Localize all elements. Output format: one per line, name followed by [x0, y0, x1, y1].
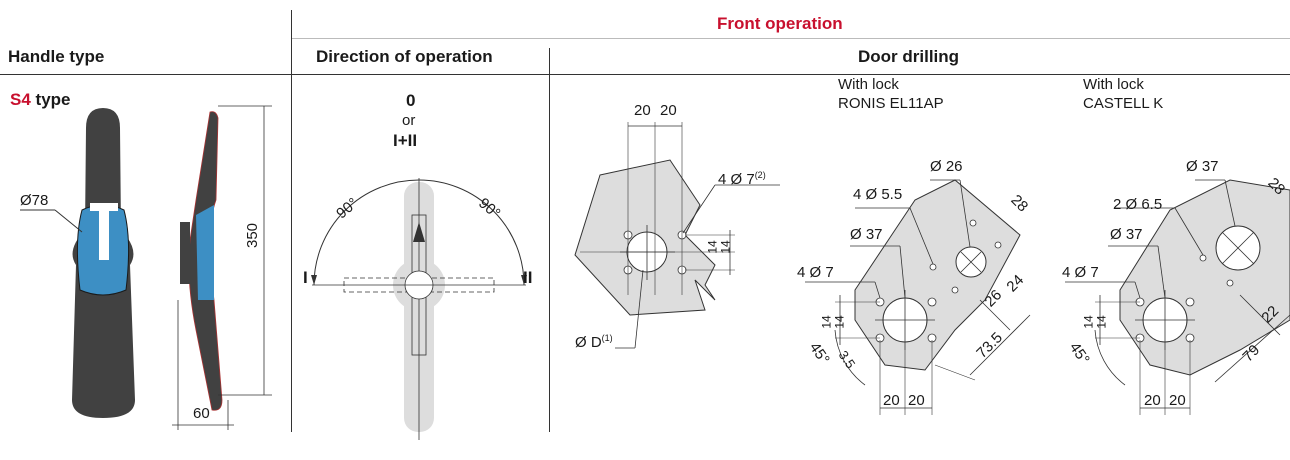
- drilling-b-dim-14a: 14: [819, 315, 834, 329]
- drilling-b-lock-hole: Ø 26: [930, 158, 963, 175]
- handle-height-label: 350: [244, 222, 261, 248]
- position-mark-ii: II: [523, 268, 533, 287]
- position-i-plus-ii: I+II: [393, 131, 418, 150]
- handle-type-word: type: [35, 90, 71, 109]
- direction-arrow: [413, 222, 425, 242]
- handle-front-slot: [99, 205, 109, 260]
- handle-diameter-label: Ø78: [20, 192, 49, 209]
- drilling-b-dim-20a: 20: [883, 392, 900, 409]
- drilling-b-lock-line1: With lock: [838, 76, 899, 93]
- drilling-a-center: Ø D: [575, 334, 602, 351]
- drilling-b-holes: 4 Ø 7: [797, 264, 834, 281]
- position-mark-i: I: [303, 268, 308, 287]
- drilling-c-holes: 4 Ø 7: [1062, 264, 1099, 281]
- column-divider-2: [549, 48, 550, 432]
- drilling-c-dim-20a: 20: [1144, 392, 1161, 409]
- drilling-b-drawing: [805, 179, 1031, 415]
- drilling-b-lock-line2: RONIS EL11AP: [838, 95, 944, 112]
- drilling-a-dim-20a: 20: [634, 102, 651, 119]
- drilling-c-lock-line1: With lock: [1083, 76, 1144, 93]
- drilling-c-dim-14b: 14: [1094, 315, 1109, 329]
- drilling-c-dim-20b: 20: [1169, 392, 1186, 409]
- col-header-direction: Direction of operation: [316, 47, 493, 66]
- direction-diagram: [311, 178, 527, 440]
- drilling-a-drawing: [574, 122, 780, 349]
- drilling-b-small-holes: 4 Ø 5.5: [853, 186, 903, 203]
- col-header-handle-type: Handle type: [8, 47, 105, 66]
- handle-type-label: S4 type: [10, 90, 71, 110]
- drilling-a-center-label: Ø D(1): [575, 333, 613, 351]
- drilling-c-small-holes: 2 Ø 6.5: [1113, 196, 1163, 213]
- drilling-a-dim-14b: 14: [718, 240, 733, 254]
- drilling-a-holes: 4 Ø 7: [718, 171, 755, 188]
- drilling-b-dim-14b: 14: [832, 315, 847, 329]
- drilling-c-center: Ø 37: [1110, 226, 1143, 243]
- drilling-c-lock-hole: Ø 37: [1186, 158, 1219, 175]
- drilling-b-center: Ø 37: [850, 226, 883, 243]
- header-sub-rule: [292, 38, 1290, 39]
- drilling-a-holes-label: 4 Ø 7(2): [718, 170, 766, 188]
- drilling-a-dim-14a: 14: [705, 240, 720, 254]
- drilling-a-dim-20b: 20: [660, 102, 677, 119]
- drilling-c-drawing: [1065, 179, 1290, 415]
- drilling-b-dim-20b: 20: [908, 392, 925, 409]
- handle-type-code: S4: [10, 90, 31, 109]
- handle-width-label: 60: [193, 405, 210, 422]
- handle-drawing: [20, 105, 272, 430]
- drilling-c-lock-line2: CASTELL K: [1083, 95, 1164, 112]
- drilling-a-center-note: (1): [601, 333, 613, 343]
- drilling-c-dim-14a: 14: [1081, 315, 1096, 329]
- header-rule: [0, 74, 1290, 75]
- section-title: Front operation: [717, 14, 843, 33]
- position-0: 0: [406, 91, 416, 110]
- handle-side-base: [180, 222, 190, 284]
- column-divider-1: [291, 10, 292, 432]
- handle-front-t-bar: [90, 203, 118, 211]
- drilling-a-holes-note: (2): [754, 170, 766, 180]
- position-or: or: [402, 112, 416, 129]
- handle-side-accent: [196, 205, 214, 300]
- col-header-door-drilling: Door drilling: [858, 47, 960, 66]
